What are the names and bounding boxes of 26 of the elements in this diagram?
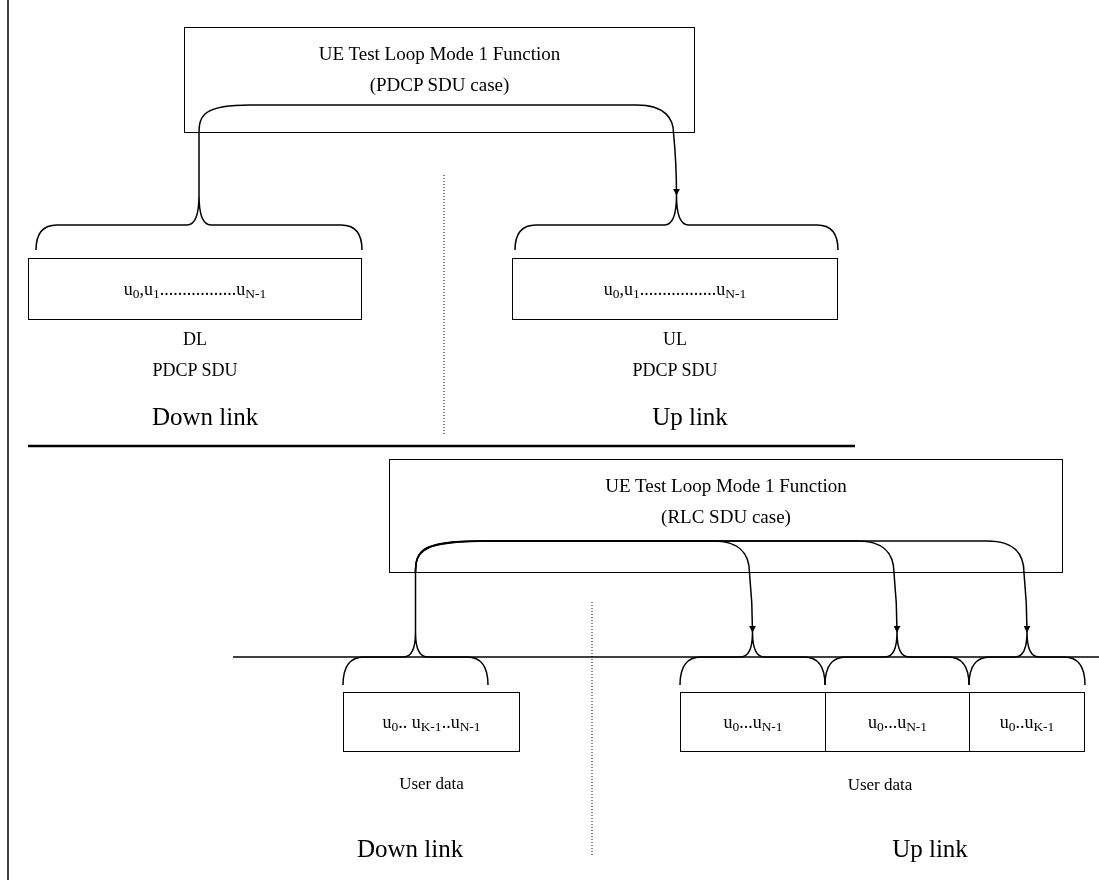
node-label: PDCP SDU [152, 359, 238, 382]
section-label: Up link [892, 834, 968, 864]
data-sequence: u$_{0}$...u$_{N-1}$ [723, 710, 783, 736]
section-label: Down link [356, 834, 464, 864]
node-label: UL [663, 328, 687, 351]
function-box [184, 27, 695, 133]
data-sequence: u$_{0}$..u$_{K-1}$ [999, 710, 1055, 736]
section-label: Down link [151, 402, 259, 432]
data-sequence: u$_{0}$,u$_{1}$.................u$_{N-1}$ [123, 277, 267, 303]
arrow [1023, 572, 1031, 633]
data-sequence: u$_{0}$,u$_{1}$.................u$_{N-1}$ [603, 277, 747, 303]
box-title: UE Test Loop Mode 1 Function [318, 42, 561, 66]
data-sequence: u$_{0}$.. u$_{K-1}$..u$_{N-1}$ [382, 710, 481, 736]
node-label: DL [183, 328, 207, 351]
section-label: Up link [652, 402, 728, 432]
box-title: (PDCP SDU case) [369, 73, 510, 97]
function-box [389, 459, 1063, 573]
arrow [893, 572, 901, 633]
arrow [672, 132, 680, 196]
arrow [748, 572, 756, 633]
box-title: (RLC SDU case) [661, 505, 791, 529]
data-sequence: u$_{0}$...u$_{N-1}$ [867, 710, 928, 736]
node-label: PDCP SDU [632, 359, 718, 382]
section-label: User data [847, 774, 913, 796]
box-title: UE Test Loop Mode 1 Function [605, 474, 847, 498]
node-label: User data [399, 773, 464, 795]
